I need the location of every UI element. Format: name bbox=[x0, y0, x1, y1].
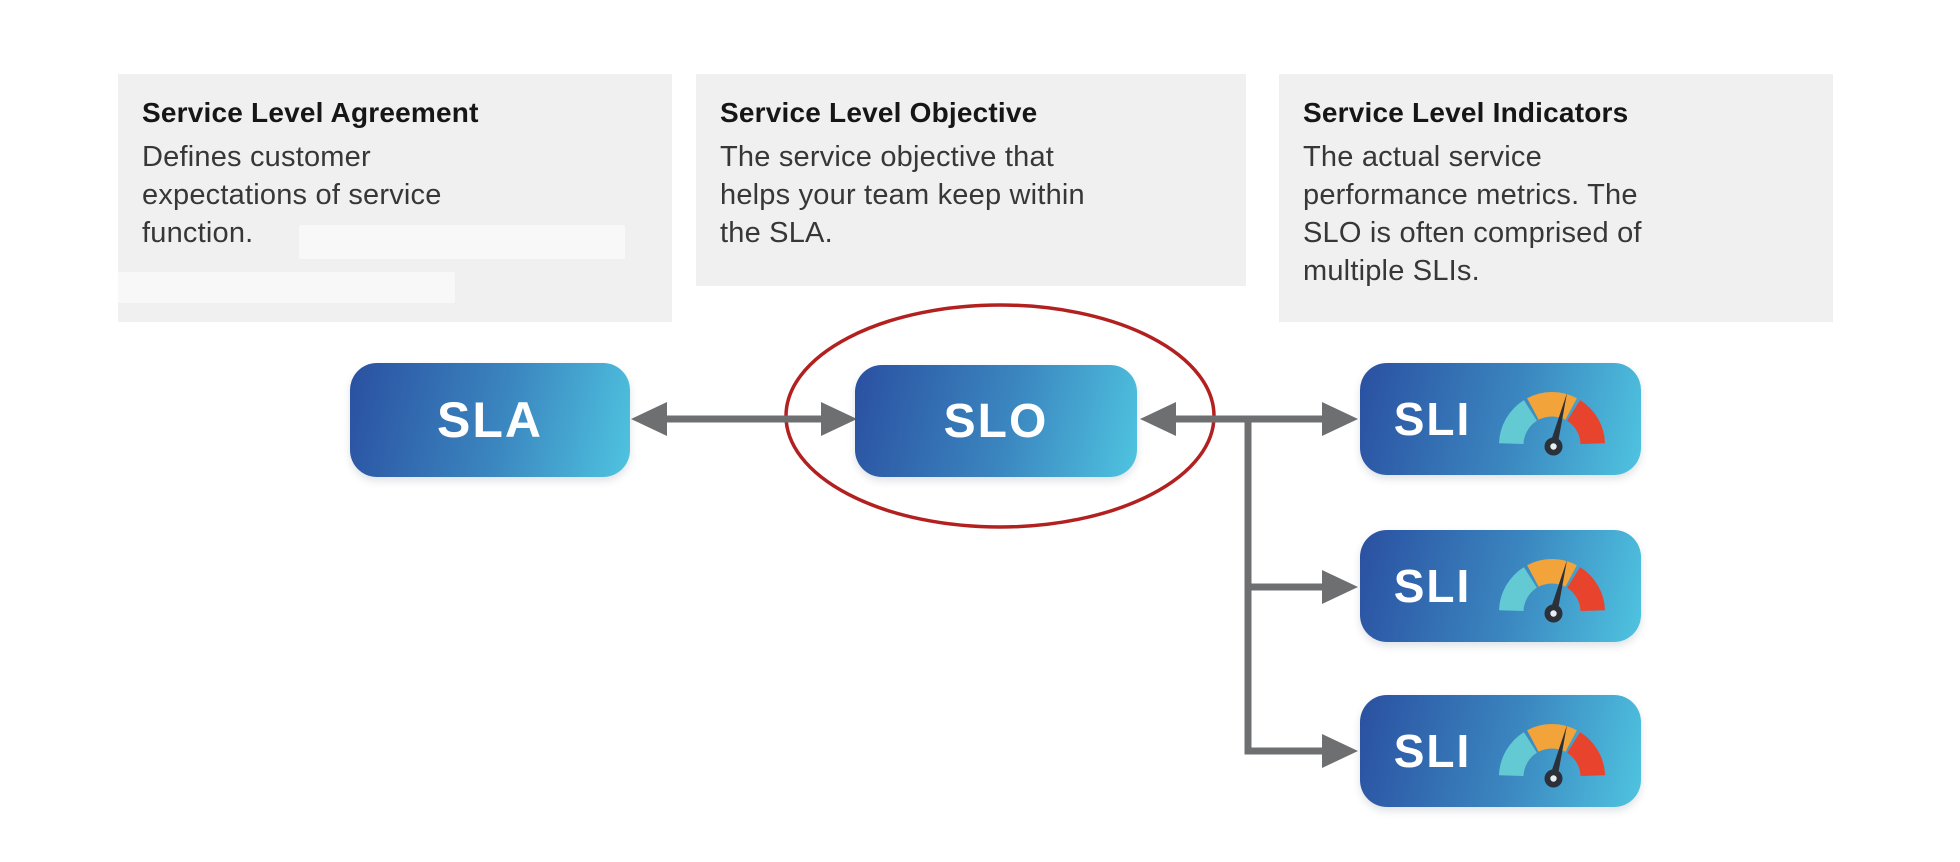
node-label: SLI bbox=[1393, 725, 1472, 777]
redacted-text-block bbox=[299, 225, 625, 259]
card-text-line: Defines customer bbox=[142, 141, 371, 173]
node-sla: SLA bbox=[350, 363, 630, 477]
card-text-line: function. bbox=[142, 217, 254, 249]
card-text-line: The actual service bbox=[1303, 141, 1542, 173]
card-text-line: performance metrics. The bbox=[1303, 179, 1638, 211]
card-text-line: SLO is often comprised of bbox=[1303, 217, 1642, 249]
card-title: Service Level Objective bbox=[720, 97, 1038, 128]
gauge-icon bbox=[1499, 558, 1606, 623]
node-sli-3: SLI bbox=[1360, 695, 1641, 807]
card-service-level-indicators: Service Level Indicators The actual serv… bbox=[1279, 74, 1833, 322]
card-title: Service Level Indicators bbox=[1303, 97, 1629, 128]
card-text-line: expectations of service bbox=[142, 179, 442, 211]
node-sli-2: SLI bbox=[1360, 530, 1641, 642]
node-label: SLI bbox=[1393, 393, 1472, 445]
gauge-icon bbox=[1499, 391, 1606, 456]
card-text-line: helps your team keep within bbox=[720, 179, 1085, 211]
gauge-icon bbox=[1499, 723, 1606, 788]
card-text-line: the SLA. bbox=[720, 217, 833, 249]
node-label: SLO bbox=[943, 394, 1049, 448]
card-text-line: multiple SLIs. bbox=[1303, 255, 1480, 287]
card-service-level-objective: Service Level Objective The service obje… bbox=[696, 74, 1246, 286]
card-title: Service Level Agreement bbox=[142, 97, 479, 128]
redacted-text-block bbox=[118, 272, 455, 303]
card-text-line: The service objective that bbox=[720, 141, 1055, 173]
arrow-sla-slo bbox=[631, 402, 857, 436]
node-sli-1: SLI bbox=[1360, 363, 1641, 475]
node-label: SLA bbox=[437, 392, 543, 448]
arrow-slo-sli-tree bbox=[1140, 402, 1358, 768]
node-slo: SLO bbox=[855, 365, 1137, 477]
card-service-level-agreement: Service Level Agreement Defines customer… bbox=[118, 74, 672, 322]
node-label: SLI bbox=[1393, 560, 1472, 612]
